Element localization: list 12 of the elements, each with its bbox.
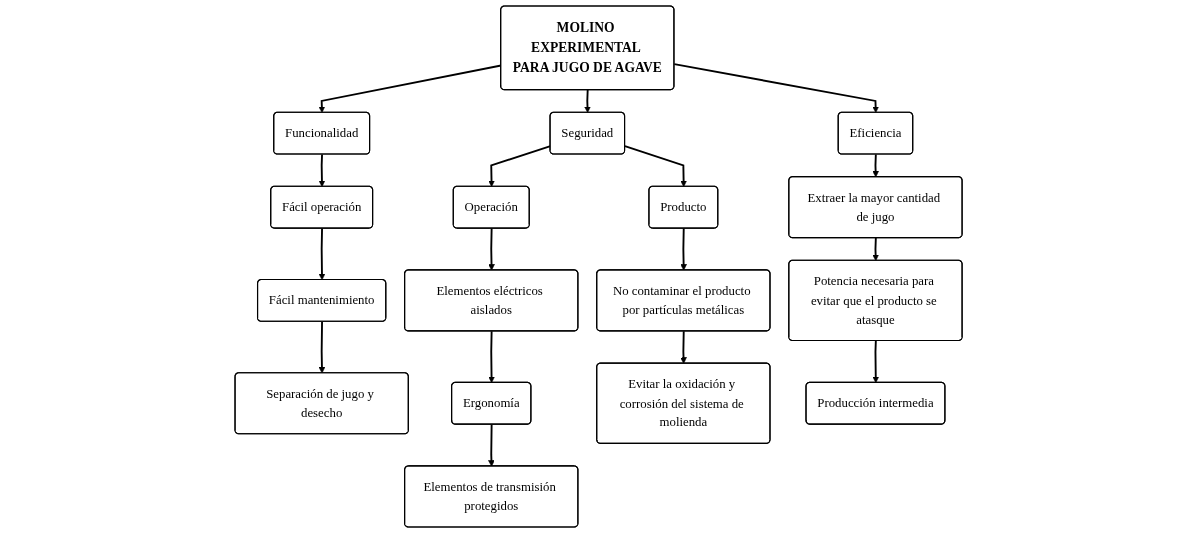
arrow bbox=[319, 227, 326, 281]
arrow bbox=[319, 153, 326, 187]
arrow bbox=[319, 320, 326, 374]
arrow bbox=[488, 330, 496, 383]
arrow bbox=[584, 89, 592, 113]
arrow bbox=[680, 330, 688, 364]
arrow bbox=[488, 227, 496, 271]
arrow bbox=[872, 339, 880, 383]
arrow bbox=[872, 153, 880, 178]
arrow bbox=[488, 423, 496, 467]
arrow bbox=[680, 227, 688, 271]
arrow bbox=[872, 237, 880, 261]
